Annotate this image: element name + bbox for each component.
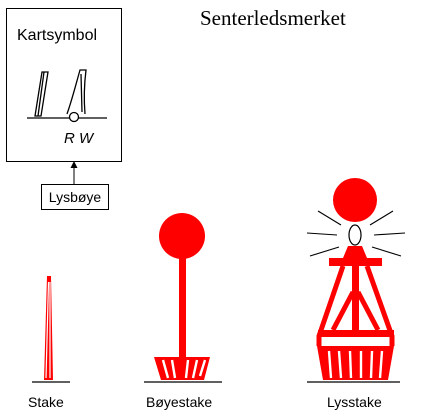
chart-light-circle [68, 111, 80, 123]
buoy-stake-beacon [144, 213, 222, 383]
chart-stake-left [34, 71, 49, 117]
light-stake-beacon [306, 178, 406, 383]
callout-arrow [70, 161, 78, 184]
stake-beacon [32, 276, 70, 383]
chart-stake-left-inner [37, 71, 45, 117]
diagram-title: Senterledsmerket [200, 6, 346, 30]
chart-symbol-icon [27, 69, 107, 123]
light-characteristic-label: R W [64, 130, 94, 147]
stake-label: Stake [28, 394, 64, 410]
buoy-stake-label: Bøyestake [146, 394, 213, 410]
chart-symbol-heading: Kartsymbol [17, 27, 98, 44]
chart-symbol-box [6, 8, 122, 162]
light-stake-label: Lysstake [327, 394, 382, 410]
chart-light-stake-inner [80, 73, 83, 113]
chart-light-stake [66, 69, 87, 115]
light-buoy-callout: Lysbøye [41, 184, 109, 210]
